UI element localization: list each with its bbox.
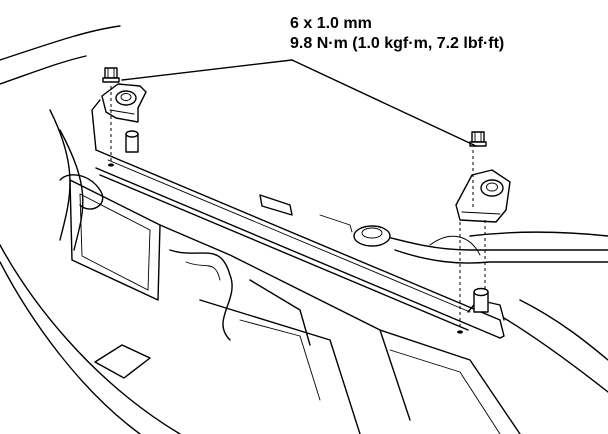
bolt-size-label: 6 x 1.0 mm xyxy=(290,15,372,32)
leader-lines xyxy=(121,59,477,147)
lamp-lens xyxy=(94,344,151,379)
body-outline xyxy=(0,25,608,434)
hose-assembly xyxy=(259,194,608,264)
left-mounting-bracket xyxy=(101,83,147,167)
left-bolt-icon xyxy=(102,67,120,83)
radiator-support-beam xyxy=(91,99,505,339)
torque-spec-label: 9.8 N·m (1.0 kgf·m, 7.2 lbf·ft) xyxy=(290,35,505,52)
right-mounting-bracket xyxy=(455,150,511,334)
radiator-core xyxy=(59,174,521,434)
